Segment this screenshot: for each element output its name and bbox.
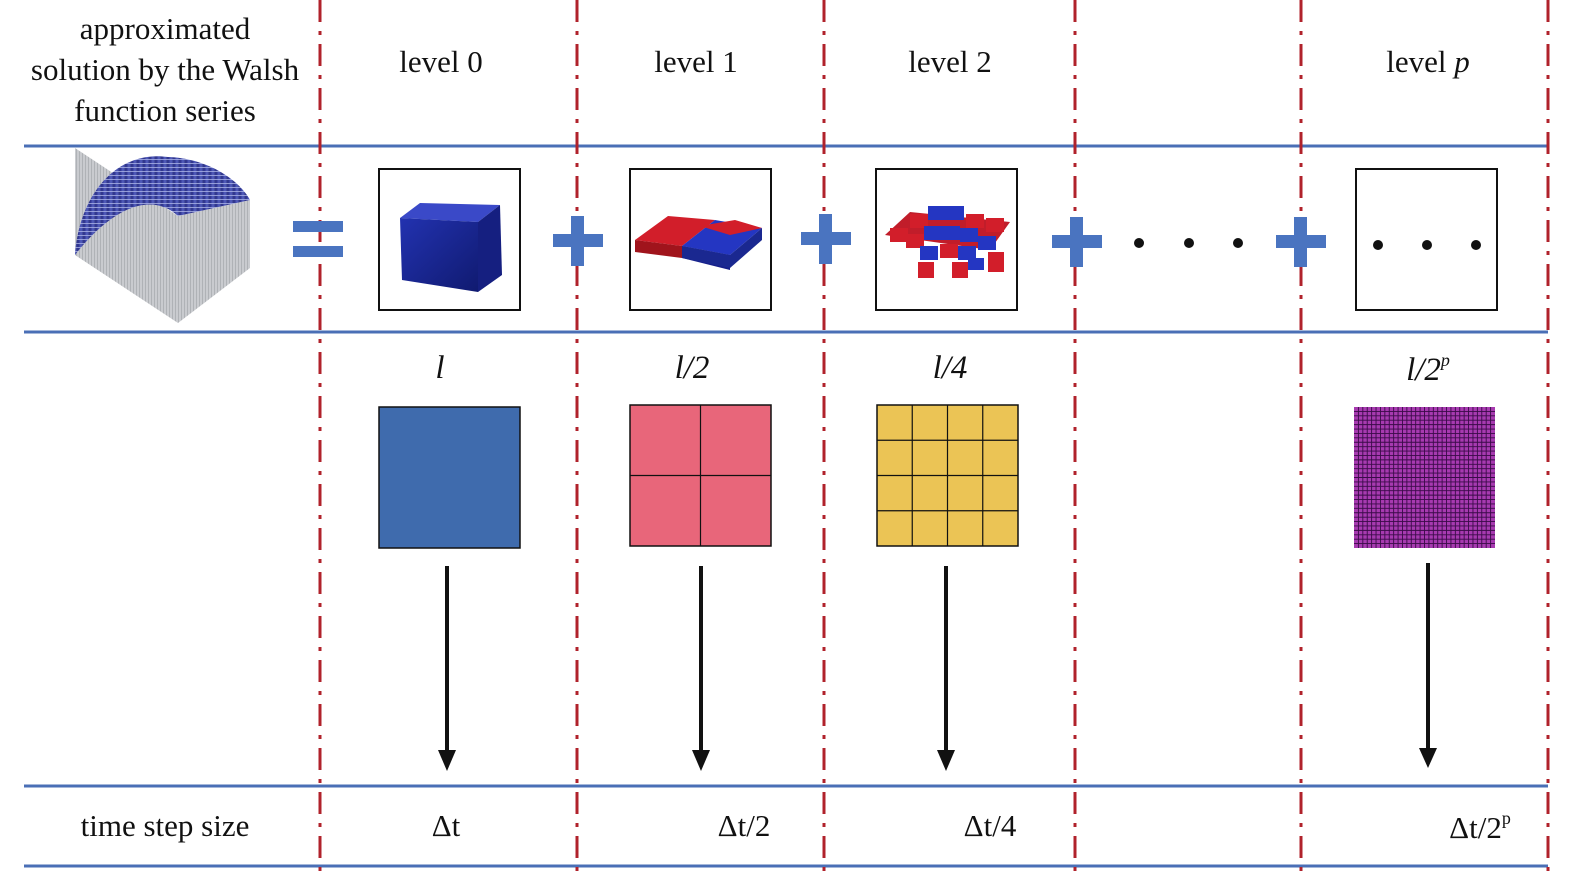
row-rules [24, 144, 1548, 868]
plus-sign-2 [801, 214, 851, 264]
discretization-grids [378, 404, 1495, 549]
walsh-ellipsis-level-p [1373, 240, 1481, 250]
size-label-level-1: l/2 [674, 350, 710, 386]
header-left-line-3: function series [74, 93, 256, 128]
arrow-level-2 [937, 566, 955, 771]
refinement-arrows [438, 563, 1437, 771]
level-2-title: level 2 [908, 44, 992, 79]
time-step-level-0: Δt [431, 808, 461, 843]
grid-level-1 [629, 404, 772, 547]
walsh-basis-boxes [378, 168, 1498, 311]
size-label-level-0: l [435, 350, 445, 386]
dome-front-wall [178, 200, 250, 323]
plus-sign-3 [1052, 217, 1102, 267]
grid-level-2 [876, 404, 1019, 547]
walsh-cube-level-0 [400, 203, 502, 292]
time-step-level-1: Δt/2 [717, 808, 771, 843]
grid-level-0 [378, 406, 521, 549]
walsh-box-level-p [1355, 168, 1498, 311]
approximated-solution-dome [75, 148, 250, 323]
time-step-level-p: Δt/2p [1449, 808, 1511, 845]
grid-level-p [1354, 407, 1495, 548]
level-1-title: level 1 [654, 44, 738, 79]
equals-sign [293, 221, 343, 257]
walsh-pattern-level-2 [885, 206, 1010, 278]
time-step-level-2: Δt/4 [963, 808, 1017, 843]
plus-sign-4 [1276, 217, 1326, 267]
size-label-level-2: l/4 [932, 350, 968, 386]
header-left-line-1: approximated [79, 11, 251, 46]
plus-sign-1 [553, 216, 603, 266]
size-label-level-p: l/2p [1406, 350, 1450, 388]
header-left-line-2: solution by the Walsh [30, 52, 300, 87]
series-ellipsis [1134, 238, 1243, 248]
header-left-label: approximated solution by the Walsh funct… [0, 8, 330, 131]
walsh-pattern-level-1 [635, 216, 762, 270]
arrow-level-p [1419, 563, 1437, 768]
column-dividers [318, 0, 1550, 873]
plus-signs [553, 214, 1326, 267]
level-p-title: level p [1386, 44, 1470, 79]
time-step-size-label: time step size [80, 808, 250, 843]
arrow-level-1 [692, 566, 710, 771]
arrow-level-0 [438, 566, 456, 771]
level-0-title: level 0 [399, 44, 483, 79]
